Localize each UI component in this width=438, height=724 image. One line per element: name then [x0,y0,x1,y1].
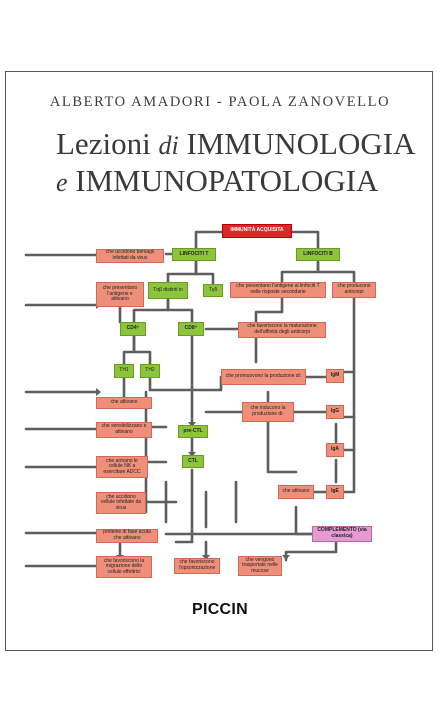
node-tgd: Tγδ [203,284,223,297]
node-producono: che producono anticorpi [332,282,376,298]
node-presentano-b: che presentano l'antigene ai linfociti T… [230,282,326,298]
node-migrazione: che favoriscono la migrazione delle cell… [96,556,152,578]
title-line-2: e IMMUNOPATOLOGIA [56,163,379,198]
node-cd4: CD4⁺ [120,322,146,336]
node-tab: Tαβ distinti in [148,282,188,299]
node-presentano: che presentano l'antigene e attivano [96,282,144,307]
node-iga: IgA [326,443,344,457]
title-line-1: Lezioni di IMMUNOLOGIA [56,126,416,161]
node-igm: IgM [326,369,344,383]
authors: ALBERTO AMADORI - PAOLA ZANOVELLO [49,94,391,110]
node-trasportate: che vengono trasportate nelle mucose [238,556,282,576]
node-ctl: CTL [182,455,204,468]
node-cd8: CD8⁺ [178,322,204,336]
node-linfociti-t: LINFOCITI T [172,248,216,261]
node-proteine: proteine di fase acuta che attivano [96,529,158,543]
node-uccidono: che uccidono bersagli infettati da virus [96,249,164,263]
node-sensibilizzano: che sensibilizzano e attivano [96,422,152,438]
node-attivano2: che attivano [278,485,314,499]
node-opsonizzazione: che favoriscono l'opsonizzazione [174,558,220,574]
node-linfociti-b: LINFOCITI B [296,248,340,261]
publisher-logo: PICCIN [191,601,249,618]
node-th2: TH2 [140,364,160,378]
book-cover: ALBERTO AMADORI - PAOLA ZANOVELLO Lezion… [5,71,433,651]
node-inducono: che inducono la produzione di: [242,402,294,422]
node-complemento: COMPLEMENTO (via classica) [312,526,372,542]
node-ige: IgE [326,485,344,499]
root-node: IMMUNITÀ ACQUISITA [222,224,292,238]
node-maturazione: che favoriscono la maturazione dell'affi… [238,322,326,338]
node-promuovono: che promuovono la produzione di: [221,369,306,385]
node-armano: che armano le cellule NK a esercitare AD… [96,456,148,478]
node-th1: TH1 [114,364,134,378]
node-igg: IgG [326,405,344,419]
diagram-connectors [24,230,358,570]
node-uccidono2: che uccidono cellule infettate da virus [96,492,146,514]
node-attivano: che attivano [96,397,152,409]
node-prectl: pre-CTL [178,425,208,438]
